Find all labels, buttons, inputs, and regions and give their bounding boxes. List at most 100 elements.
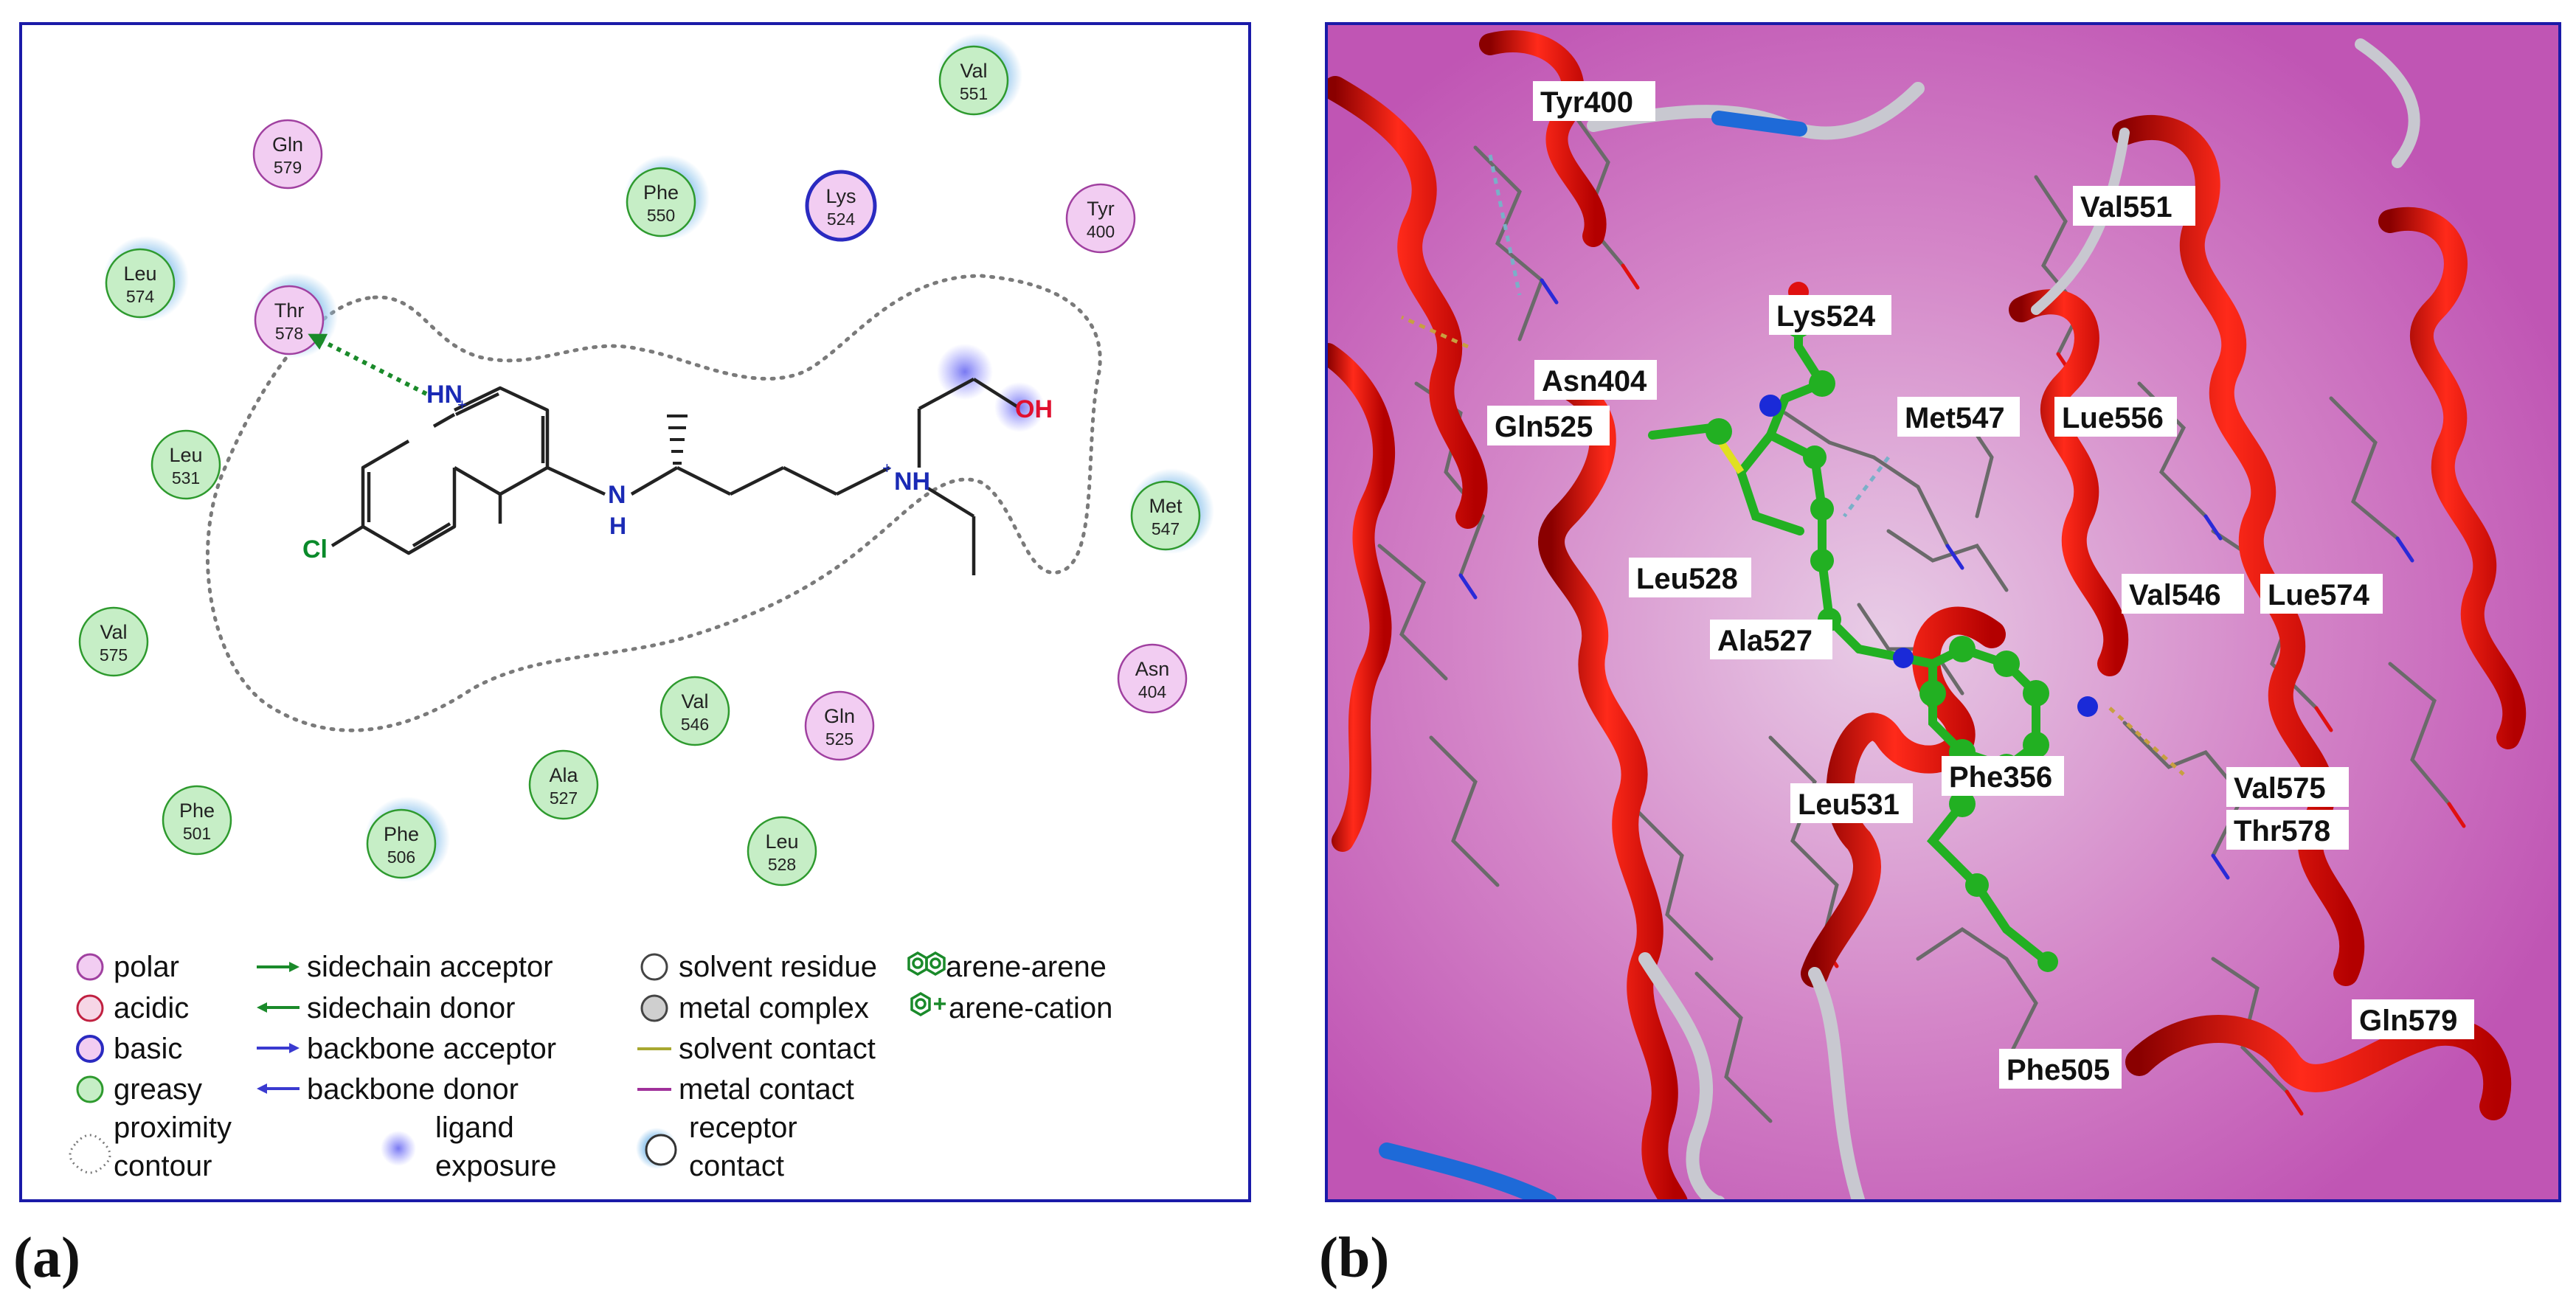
binding-pocket-svg: Tyr400Val551Lys524Asn404Gln525Met547Lue5… [1328, 25, 2558, 1199]
legend-bb-acceptor-label: backbone acceptor [307, 1033, 556, 1065]
coil [2355, 38, 2420, 168]
residue-circle [747, 816, 817, 887]
residue-circle [805, 170, 877, 242]
legend-sc-acceptor-label: sidechain acceptor [307, 951, 553, 983]
residue-number: 506 [387, 847, 415, 867]
ligand-exposure-blob [994, 382, 1045, 432]
residue-label-phe356: Phe356 [1942, 756, 2064, 796]
residue-label-val551: Val551 [2073, 186, 2195, 226]
atom-label-h-link: H [609, 513, 626, 539]
residue-name: Val [960, 60, 987, 82]
legend-metal-complex-label: metal complex [679, 992, 869, 1024]
helix-ribbon [2378, 207, 2527, 749]
residue-name: Thr [274, 299, 305, 322]
residue-circle [938, 45, 1009, 116]
legend-exposure-swatch [381, 1131, 416, 1166]
hbond-arrow [308, 333, 428, 396]
residue-label-box [1629, 558, 1751, 597]
residue-tyr-400: Tyr400 [1065, 183, 1136, 254]
legend-proximity-swatch [69, 1134, 111, 1174]
residue-label-gln579: Gln579 [2352, 999, 2474, 1039]
residue-number: 579 [274, 158, 302, 177]
atom-label-plus-2: + [882, 459, 892, 477]
panel-label-b: (b) [1319, 1225, 1390, 1289]
residue-lys-524: Lys524 [805, 170, 877, 242]
residue-thr-578: Thr 578 [252, 273, 338, 358]
residue-label-box [1534, 360, 1657, 400]
residue-label-box [1710, 620, 1832, 659]
residue-label-box [1790, 783, 1913, 823]
residue-number: 501 [183, 824, 211, 843]
residue-label-box [1769, 295, 1891, 335]
residue-name: Asn [1135, 658, 1170, 680]
residue-circle [626, 167, 696, 237]
proximity-contour [205, 274, 1102, 732]
atom-label-nh-plus-2: NH [894, 468, 930, 496]
residue-name: Gln [272, 133, 303, 156]
legend-receptor-contact-label: contact [689, 1150, 784, 1182]
residue-label-gln525: Gln525 [1487, 406, 1610, 445]
residue-label-leu528: Leu528 [1629, 558, 1751, 597]
residue-asn-404: Asn 404 [1117, 643, 1188, 714]
residue-circle [1065, 183, 1136, 254]
residue-leu-528: Leu528 [747, 816, 817, 887]
residue-name: Met [1149, 495, 1183, 517]
residue-label-met547: Met547 [1897, 397, 2020, 437]
residue-label-text: Gln525 [1495, 411, 1593, 443]
residue-label-box [1942, 756, 2064, 796]
legend-exposure-label: exposure [435, 1150, 557, 1182]
residue-label-ala527: Ala527 [1710, 620, 1832, 659]
residue-label-box [1999, 1049, 2122, 1089]
residue-circle [254, 285, 325, 356]
legend-solvent-contact-label: solvent contact [679, 1033, 876, 1065]
coil [2031, 128, 2130, 315]
residue-label-text: Lys524 [1776, 300, 1876, 333]
residue-name: Phe [643, 181, 679, 204]
legend-greasy-swatch [76, 1075, 104, 1103]
legend-arene-cation-label: arene-cation [949, 992, 1112, 1024]
residue-ala-527: Ala527 [528, 749, 599, 820]
atom-label-cl: Cl [302, 535, 328, 563]
residue-label-text: Phe356 [1949, 761, 2052, 794]
residue-circle [659, 676, 730, 746]
atom-label-oh: OH [1015, 395, 1053, 423]
residue-label-text: Phe505 [2007, 1054, 2110, 1086]
residue-name: Leu [123, 263, 156, 285]
legend-basic-swatch [76, 1035, 104, 1063]
residue-label-box [2073, 186, 2195, 226]
residue-label-val575: Val575 [2226, 767, 2349, 807]
residue-circle [150, 429, 221, 500]
residue-val-551: Val551 [937, 33, 1022, 119]
coil-blue [1379, 1142, 1557, 1199]
residue-name: Gln [824, 705, 855, 727]
residue-label-asn404: Asn404 [1534, 360, 1657, 400]
residue-name: Tyr [1087, 198, 1115, 220]
helix-ribbon [2125, 1015, 2512, 1120]
residue-number: 404 [1138, 682, 1167, 701]
legend-polar-swatch [76, 953, 104, 981]
legend-metal-contact-label: metal contact [679, 1073, 854, 1106]
legend-arene-cation-icon [910, 991, 946, 1017]
legend-acidic-swatch [76, 994, 104, 1022]
legend-greasy-label: greasy [114, 1073, 202, 1106]
residue-number: 578 [275, 324, 303, 343]
legend-receptor-label: receptor [689, 1111, 797, 1144]
legend-arene-arene-icon [907, 951, 946, 977]
residue-label-thr578: Thr578 [2226, 810, 2349, 850]
ligand-exposure-blob [937, 344, 993, 400]
residue-label-text: Lue556 [2062, 402, 2164, 434]
residue-label-lys524: Lys524 [1769, 295, 1891, 335]
residue-label-text: Val546 [2129, 579, 2221, 611]
residue-label-box [2122, 574, 2244, 614]
residue-number: 574 [126, 287, 155, 306]
legend-polar-label: polar [114, 951, 179, 983]
residue-label-val546: Val546 [2122, 574, 2244, 614]
residue-met-547: Met547 [1129, 468, 1214, 554]
residue-label-text: Ala527 [1717, 625, 1812, 657]
ligand-skeleton [330, 378, 1019, 575]
